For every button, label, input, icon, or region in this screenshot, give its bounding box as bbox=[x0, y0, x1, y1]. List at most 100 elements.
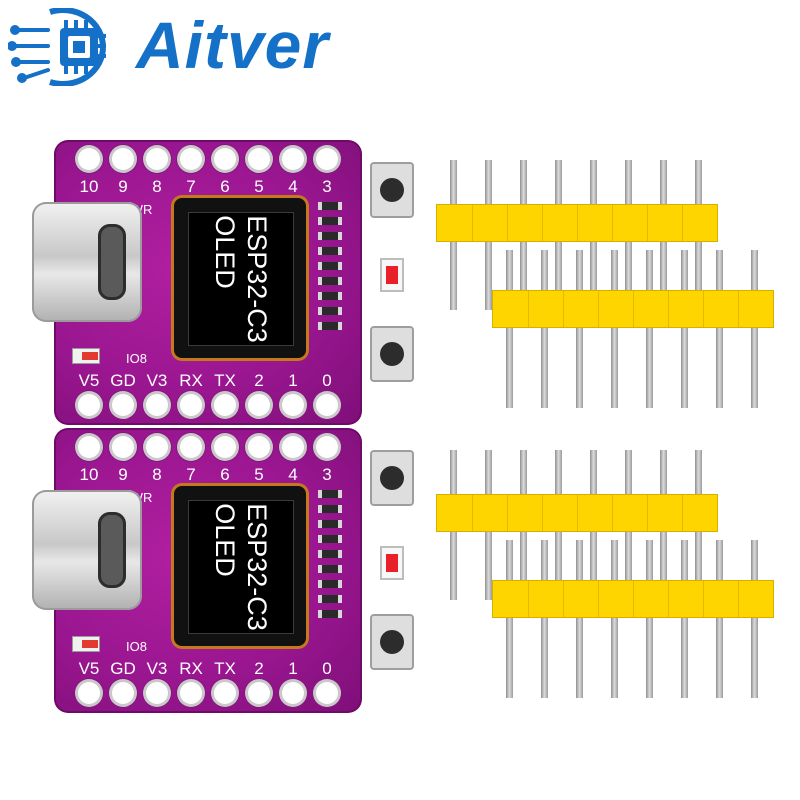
header-pin bbox=[716, 250, 723, 408]
header-pin bbox=[716, 540, 723, 698]
bar-segment bbox=[563, 291, 564, 327]
pin-label: 8 bbox=[152, 177, 162, 196]
bar-segment bbox=[598, 581, 599, 617]
oled-display: ESP32-C3 OLED bbox=[188, 500, 294, 634]
circuit-chip-icon bbox=[8, 8, 106, 86]
header-pin bbox=[646, 540, 653, 698]
io8-led bbox=[72, 348, 100, 364]
header-pin bbox=[681, 250, 688, 408]
smd-resistor bbox=[318, 490, 342, 498]
pin-label: 3 bbox=[322, 465, 332, 484]
bar-segment bbox=[668, 581, 669, 617]
bar-segment bbox=[612, 205, 613, 241]
bar-segment bbox=[703, 581, 704, 617]
usb-c-port[interactable] bbox=[32, 202, 142, 322]
bar-segment bbox=[682, 205, 683, 241]
header-pin bbox=[751, 250, 758, 408]
header-hole bbox=[282, 148, 304, 170]
pin-label: 0 bbox=[322, 371, 332, 390]
oled-module: ESP32-C3 OLED bbox=[174, 198, 306, 358]
boot-button[interactable] bbox=[370, 326, 414, 382]
oled-module: ESP32-C3 OLED bbox=[174, 486, 306, 646]
usb-c-port[interactable] bbox=[32, 490, 142, 610]
smd-resistor bbox=[318, 505, 342, 513]
boot-label: BOO bbox=[372, 587, 404, 603]
bar-segment bbox=[542, 495, 543, 531]
header-hole bbox=[78, 682, 100, 704]
header-hole bbox=[282, 682, 304, 704]
bar-segment bbox=[612, 495, 613, 531]
bar-segment bbox=[507, 495, 508, 531]
smd-resistor bbox=[318, 322, 342, 330]
bar-segment bbox=[577, 205, 578, 241]
header-hole bbox=[316, 436, 338, 458]
header-hole bbox=[316, 394, 338, 416]
pin-header-strip bbox=[436, 160, 718, 310]
pin-label: 7 bbox=[186, 465, 196, 484]
reset-button[interactable] bbox=[370, 162, 414, 218]
header-hole bbox=[146, 436, 168, 458]
smd-resistor bbox=[318, 520, 342, 528]
pin-label: 7 bbox=[186, 177, 196, 196]
pin-label: V3 bbox=[146, 371, 168, 390]
header-hole bbox=[248, 682, 270, 704]
header-hole bbox=[112, 682, 134, 704]
pin-label: 10 bbox=[79, 177, 99, 196]
header-pin bbox=[751, 540, 758, 698]
pin-label: V5 bbox=[78, 371, 100, 390]
oled-display: ESP32-C3 OLED bbox=[188, 212, 294, 346]
reset-button[interactable] bbox=[370, 450, 414, 506]
header-plastic-bar bbox=[436, 204, 718, 242]
bar-segment bbox=[598, 291, 599, 327]
pin-label: 4 bbox=[288, 465, 298, 484]
header-pin bbox=[611, 250, 618, 408]
oled-text: ESP32-C3 OLED bbox=[210, 215, 272, 343]
smd-resistor bbox=[318, 610, 342, 618]
pin-label: RX bbox=[179, 659, 203, 678]
pin-label: V3 bbox=[146, 659, 168, 678]
header-plastic-bar bbox=[492, 580, 774, 618]
io8-label: IO8 bbox=[126, 351, 147, 366]
bar-segment bbox=[682, 495, 683, 531]
smd-resistor bbox=[318, 217, 342, 225]
header-hole bbox=[78, 148, 100, 170]
header-hole bbox=[180, 394, 202, 416]
header-hole bbox=[112, 436, 134, 458]
header-hole bbox=[112, 394, 134, 416]
pin-header-strip bbox=[492, 250, 774, 410]
bar-segment bbox=[472, 495, 473, 531]
pin-header-strip bbox=[492, 540, 774, 700]
esp32-c3-board: 109876543V5GDV3RXTX210PWRIO8ESP32-C3 OLE… bbox=[32, 140, 414, 425]
usb-c-slot bbox=[98, 224, 126, 300]
pin-label: 2 bbox=[254, 371, 264, 390]
smd-resistor bbox=[318, 550, 342, 558]
boot-button[interactable] bbox=[370, 614, 414, 670]
pin-label: GD bbox=[110, 371, 136, 390]
header-pin bbox=[681, 540, 688, 698]
header-hole bbox=[180, 682, 202, 704]
boot-indicator bbox=[380, 546, 404, 580]
smd-resistor bbox=[318, 202, 342, 210]
header-hole bbox=[316, 148, 338, 170]
pin-label: 5 bbox=[254, 177, 264, 196]
header-hole bbox=[78, 436, 100, 458]
header-pin bbox=[541, 250, 548, 408]
smd-resistor bbox=[318, 232, 342, 240]
pin-label: TX bbox=[214, 371, 236, 390]
pin-label: 6 bbox=[220, 465, 230, 484]
rst-label: RST bbox=[372, 525, 400, 541]
boot-indicator bbox=[380, 258, 404, 292]
header-hole bbox=[282, 394, 304, 416]
pin-label: 9 bbox=[118, 177, 128, 196]
header-hole bbox=[146, 394, 168, 416]
header-hole bbox=[78, 394, 100, 416]
smd-resistor bbox=[318, 292, 342, 300]
bar-segment bbox=[633, 581, 634, 617]
esp32-c3-board: 109876543V5GDV3RXTX210PWRIO8ESP32-C3 OLE… bbox=[32, 428, 414, 713]
header-hole bbox=[248, 394, 270, 416]
bar-segment bbox=[647, 495, 648, 531]
smd-resistor bbox=[318, 595, 342, 603]
header-pin bbox=[646, 250, 653, 408]
header-hole bbox=[282, 436, 304, 458]
bar-segment bbox=[738, 581, 739, 617]
